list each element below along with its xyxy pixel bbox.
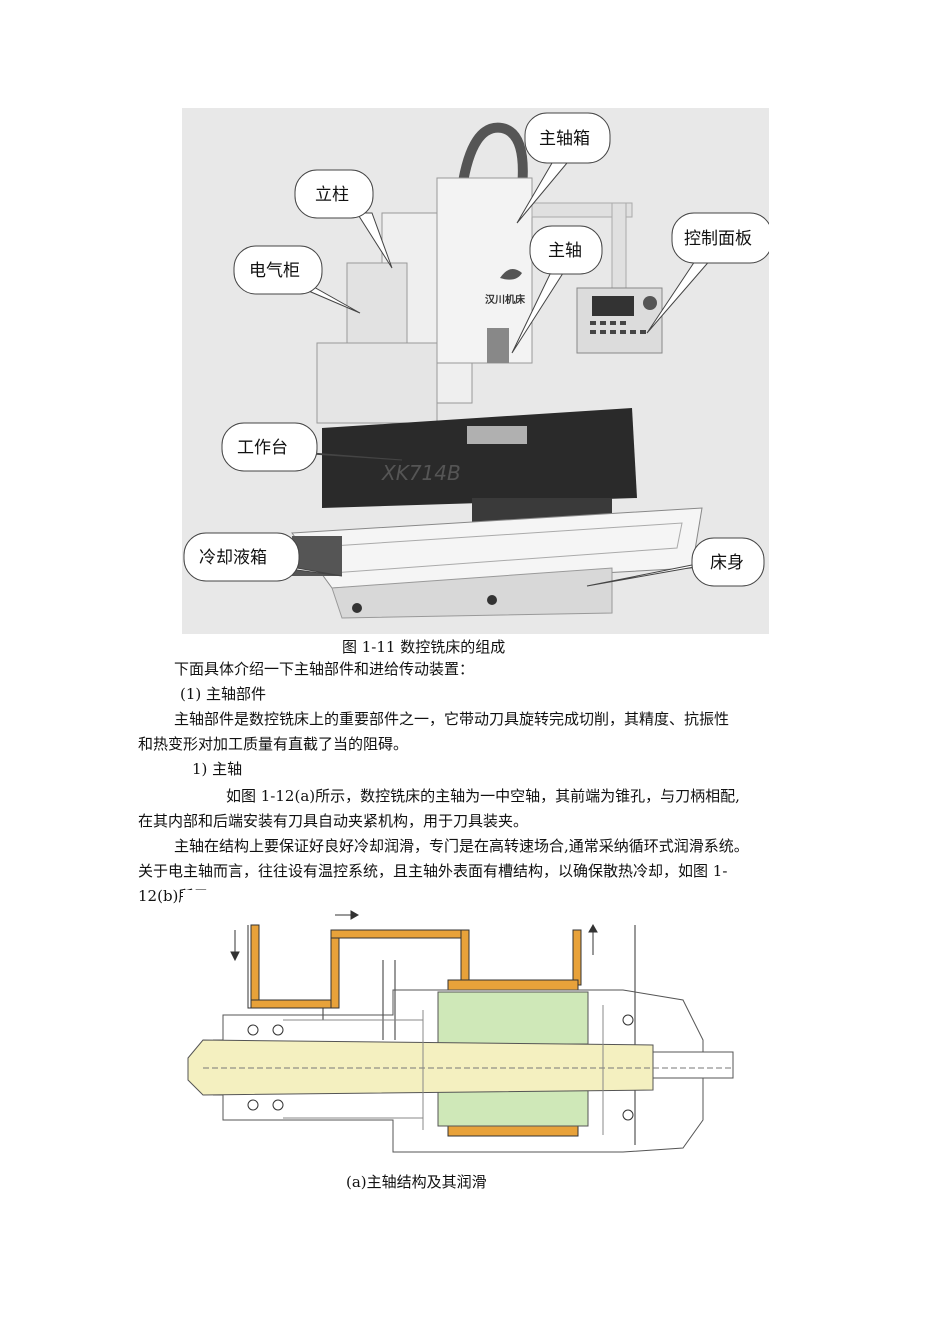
svg-text:工作台: 工作台 [237,438,288,458]
svg-text:主轴: 主轴 [548,241,582,261]
brand-logo [500,269,522,280]
callout-bed: 床身 [586,537,765,587]
heading-spindle: 1) 主轴 [192,760,243,778]
paragraph-2-line-1: 如图 1-12(a)所示，数控铣床的主轴为一中空轴，其前端为锥孔，与刀柄相配, [226,787,740,805]
spindle-structure-diagram [183,890,768,1158]
coolant-pipe [250,924,582,1137]
figure1-caption: 图 1-11 数控铣床的组成 [342,638,506,656]
svg-text:主轴箱: 主轴箱 [539,129,590,149]
intro-paragraph: 下面具体介绍一下主轴部件和进给传动装置： [174,660,475,678]
paragraph-1-line-2: 和热变形对加工质量有直截了当的阻碍。 [138,735,409,753]
heading-spindle-component: (1) 主轴部件 [180,685,267,703]
spindle-shaft [187,1039,734,1096]
callout-electric-cabinet: 电气柜 [233,245,361,314]
cnc-milling-machine-figure: 汉川机床 XK714B [182,108,769,634]
callout-coolant-tank: 冷却液箱 [183,532,343,582]
paragraph-1-line-1: 主轴部件是数控铣床上的重要部件之一，它带动刀具旋转完成切削，其精度、抗振性 [174,710,730,728]
callout-spindle: 主轴 [511,225,603,354]
model-text: XK714B [381,461,461,485]
brand-text: 汉川机床 [485,293,526,306]
svg-text:立柱: 立柱 [315,185,349,205]
svg-text:电气柜: 电气柜 [249,261,300,281]
paragraph-3-line-1: 主轴在结构上要保证好良好冷却润滑，专门是在高转速场合,通常采纳循环式润滑系统。 [174,837,749,855]
svg-text:冷却液箱: 冷却液箱 [199,548,267,568]
svg-text:控制面板: 控制面板 [684,229,752,249]
figure2-caption: (a)主轴结构及其润滑 [346,1173,487,1191]
svg-text:床身: 床身 [710,553,744,573]
paragraph-3-line-2: 关于电主轴而言，往往设有温控系统，且主轴外表面有槽结构，以确保散热冷却，如图 1… [138,862,728,880]
callout-control-panel: 控制面板 [646,212,769,334]
callout-column: 立柱 [294,169,393,269]
control-panel-graphic [576,287,663,354]
callout-worktable: 工作台 [221,422,403,472]
callout-spindle-box: 主轴箱 [516,112,611,224]
paragraph-2-line-2: 在其内部和后端安装有刀具自动夹紧机构，用于刀具装夹。 [138,812,529,830]
